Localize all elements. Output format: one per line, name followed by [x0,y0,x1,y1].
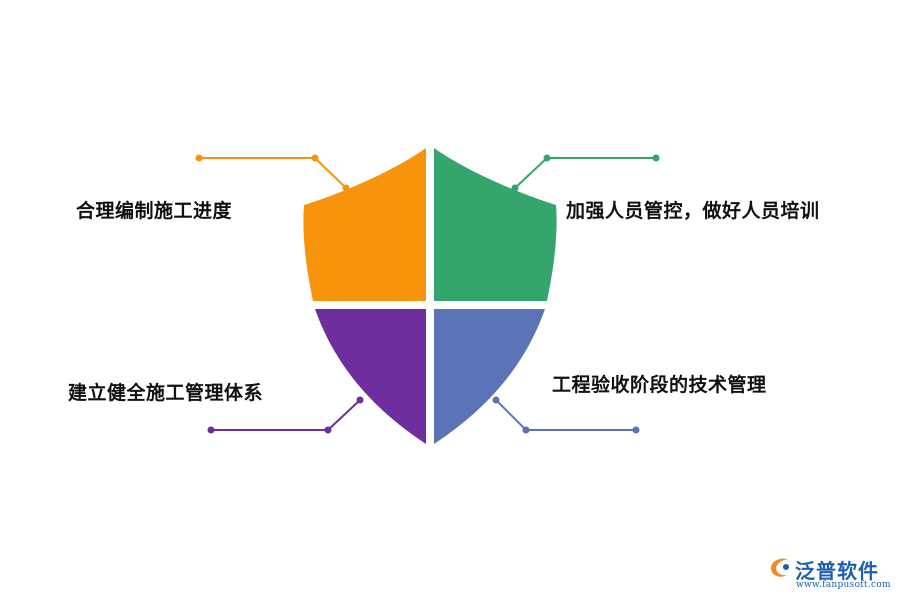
label-top-left: 合理编制施工进度 [76,200,233,222]
company-logo: 泛普软件 www.fanpusoft.com [768,554,892,596]
connector-top-right [511,154,660,192]
shield-quadrant-top-right [434,148,557,301]
connector-bottom-left [207,396,364,434]
label-bottom-left: 建立健全施工管理体系 [68,382,264,404]
shield-quadrant-bottom-left [315,309,426,444]
logo-mark-icon [771,558,789,577]
connector-bottom-right [492,396,640,434]
label-top-right: 加强人员管控，做好人员培训 [566,200,820,222]
shield-quadrant-top-left [303,148,426,301]
label-bottom-right: 工程验收阶段的技术管理 [552,374,767,396]
connector-top-left [195,154,350,192]
logo-name: 泛普软件 [795,559,879,583]
logo-url: www.fanpusoft.com [796,580,891,590]
shield-quadrant-bottom-right [434,309,545,444]
